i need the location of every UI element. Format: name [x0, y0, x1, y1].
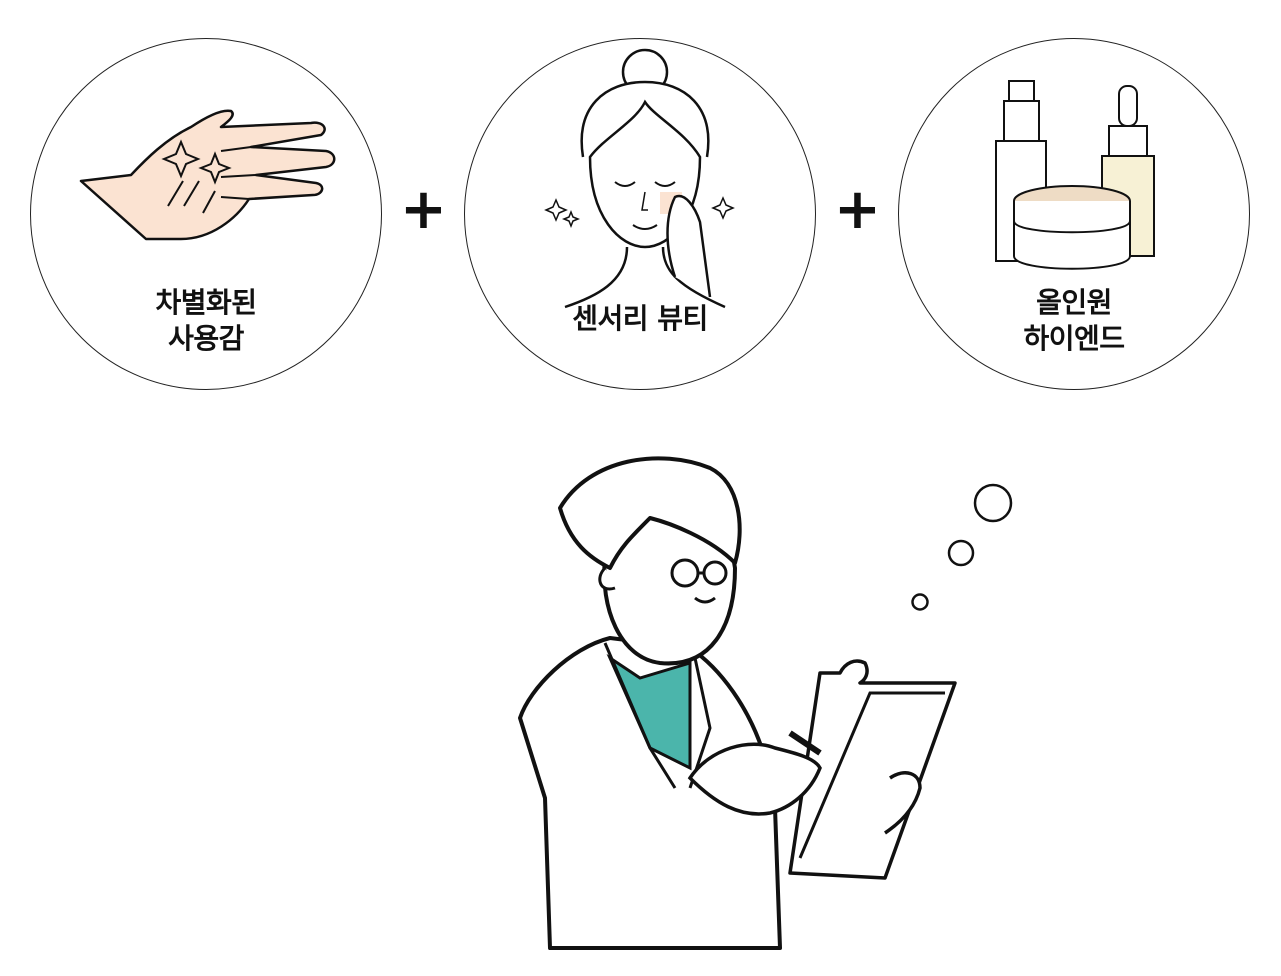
feature-label-2: 센서리 뷰티	[465, 301, 815, 337]
feature-circle-3: 올인원 하이엔드	[898, 38, 1250, 390]
feature-label-line: 하이엔드	[1023, 322, 1125, 355]
feature-circle-2: 센서리 뷰티	[464, 38, 816, 390]
cosmetics-icon	[995, 80, 1155, 270]
feature-label-line: 차별화된	[155, 286, 257, 319]
feature-label-line: 사용감	[168, 322, 244, 355]
feature-label-3: 올인원 하이엔드	[899, 285, 1249, 357]
feature-label-1: 차별화된 사용감	[31, 285, 381, 357]
woman-face-icon	[544, 48, 735, 309]
feature-label-line: 센서리 뷰티	[572, 302, 708, 335]
plus-symbol: +	[400, 177, 447, 242]
plus-symbol: +	[834, 177, 881, 242]
feature-label-line: 올인원	[1036, 286, 1112, 319]
researcher-icon	[518, 456, 1013, 950]
hand-icon	[79, 109, 336, 241]
feature-circle-1: 차별화된 사용감	[30, 38, 382, 390]
